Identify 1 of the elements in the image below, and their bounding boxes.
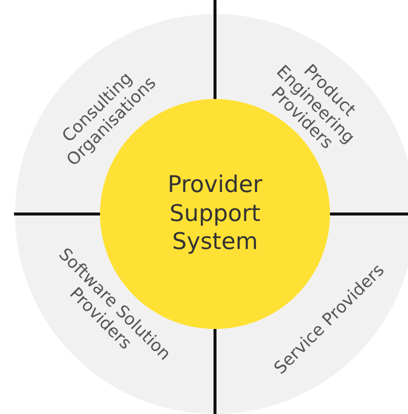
center-label: Provider Support System [166,170,264,258]
